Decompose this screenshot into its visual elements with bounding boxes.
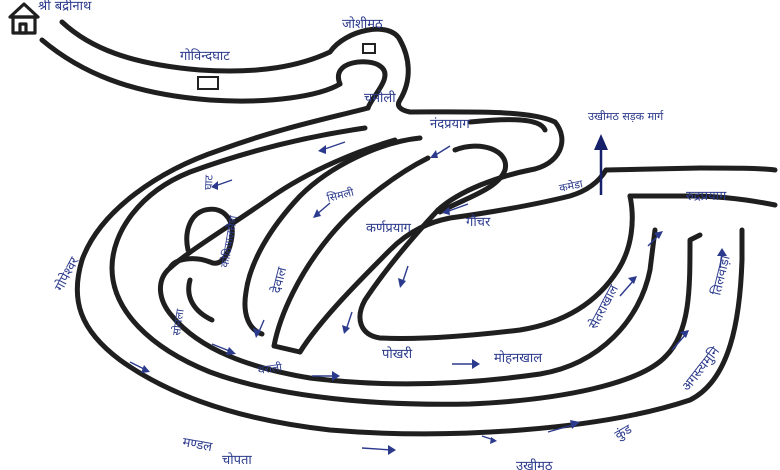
arrow-13 xyxy=(361,445,396,455)
ukhimath-road-arrow xyxy=(594,134,608,195)
arrow-17 xyxy=(671,330,689,351)
arrow-8 xyxy=(398,265,409,288)
arrow-9 xyxy=(211,343,236,355)
label-dewal: देवाल xyxy=(268,265,290,295)
label-ukhimath-route: उखीमठ सड़क मार्ग xyxy=(588,110,664,123)
arrow-3 xyxy=(430,145,451,158)
arrow-2 xyxy=(211,179,233,190)
label-pokhari: पोखरी xyxy=(382,346,413,362)
label-mandal: मण्डल xyxy=(181,435,213,455)
label-ukhimath: उखीमठ xyxy=(516,458,553,470)
arrow-19 xyxy=(481,435,497,444)
label-chamoli: चमोली xyxy=(364,90,396,106)
label-kameda: कमेडा xyxy=(558,177,584,195)
label-joshimath: जोशीमठ xyxy=(342,16,383,32)
label-agastyamuni: अगस्त्यमुनि xyxy=(679,343,724,394)
arrow-11 xyxy=(452,359,480,369)
govindghat-marker xyxy=(197,76,219,90)
label-kothiyalsain: कोठियालसैण xyxy=(218,213,240,268)
arrow-4 xyxy=(313,202,331,218)
arrow-1 xyxy=(318,141,346,154)
arrow-16 xyxy=(647,231,663,247)
label-kund: कुंड xyxy=(613,421,636,443)
arrow-10 xyxy=(312,371,340,381)
label-tilwara: तिलवाड़ा xyxy=(708,253,733,297)
label-badrinath: श्री बद्रीनाथ xyxy=(38,0,92,14)
label-tharali: थराली xyxy=(257,361,283,377)
house-icon xyxy=(8,2,40,35)
arrow-6 xyxy=(253,319,265,338)
label-gauchar: गौचर xyxy=(466,214,491,230)
label-sonla: सोनला xyxy=(170,308,187,336)
label-rudraprayag: रुद्रप्रयाग xyxy=(686,189,727,204)
arrow-18 xyxy=(717,248,727,269)
arrow-7 xyxy=(342,311,353,334)
label-chopta: चोपता xyxy=(222,452,252,468)
joshimath-marker xyxy=(362,43,376,54)
label-mohankhal: मोहनखाल xyxy=(494,350,542,366)
arrow-15 xyxy=(619,276,637,297)
label-karnaprayag: कर्णप्रयाग xyxy=(366,220,412,236)
arrow-14 xyxy=(547,420,580,433)
arrow-12 xyxy=(129,361,150,373)
label-nandprayag: नंदप्रयाग xyxy=(430,117,470,132)
label-ghat: घाट xyxy=(202,174,216,190)
label-govindghat: गोविन्दघाट xyxy=(180,48,230,64)
label-simli: सिमली xyxy=(326,186,356,205)
arrow-5 xyxy=(442,203,469,215)
direction-arrows xyxy=(129,141,727,455)
road-network xyxy=(39,19,778,437)
